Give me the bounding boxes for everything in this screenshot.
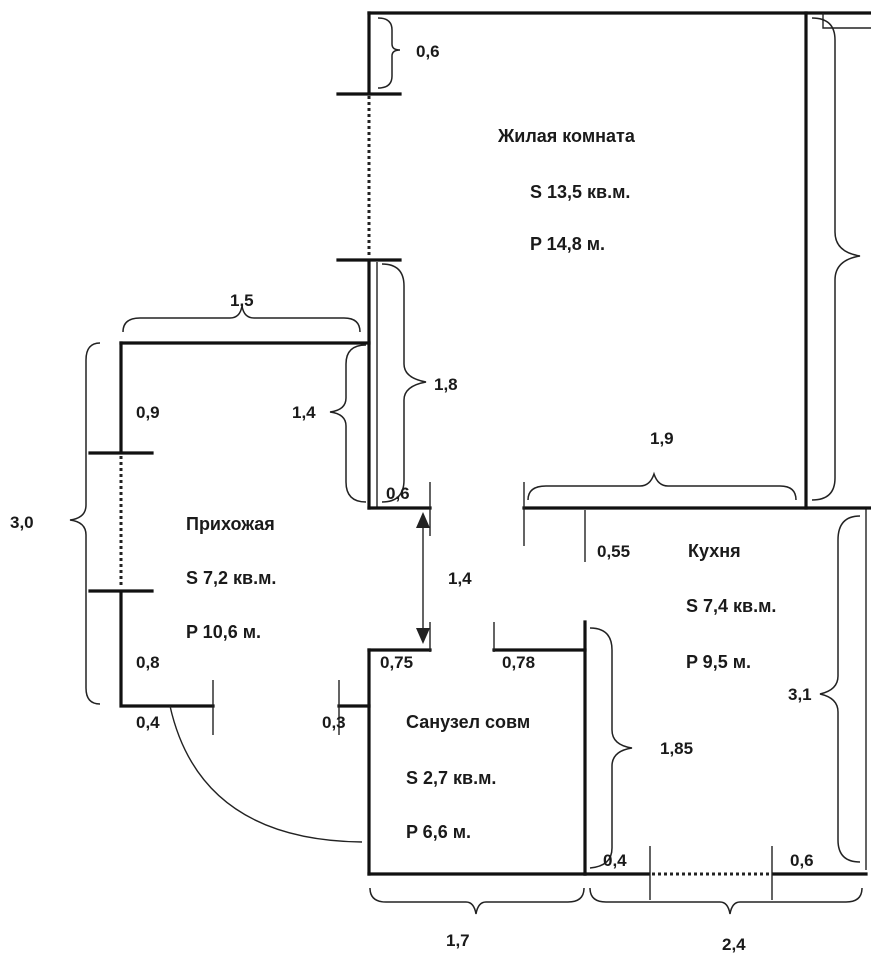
- bathroom-area: S 2,7 кв.м.: [406, 768, 496, 788]
- kitchen-perimeter: P 9,5 м.: [686, 652, 751, 672]
- dim-hall-right-upper: 1,4: [292, 403, 316, 422]
- dim-bath-width: 1,7: [446, 931, 470, 950]
- kitchen-area: S 7,4 кв.м.: [686, 596, 776, 616]
- hall-area: S 7,2 кв.м.: [186, 568, 276, 588]
- brace-1-4-hall: [329, 344, 367, 503]
- kitchen-name: Кухня: [688, 541, 741, 561]
- brace-1-85: [589, 627, 633, 869]
- living-room-perimeter: P 14,8 м.: [530, 234, 605, 254]
- hall-perimeter: P 10,6 м.: [186, 622, 261, 642]
- brace-3-0: [69, 342, 101, 705]
- hall-left-wall-bottom: [119, 590, 215, 708]
- brace-1-7: [369, 887, 585, 915]
- bathroom-name: Санузел совм: [406, 712, 530, 732]
- brace-2-4: [589, 887, 863, 915]
- dim-hall-top: 1,5: [230, 291, 254, 310]
- brace-living-0-6: [377, 17, 401, 89]
- dim-hall-wall-stub: 0,6: [386, 484, 410, 503]
- living-room-area: S 13,5 кв.м.: [530, 182, 630, 202]
- dim-kitchen-door-stub: 0,55: [597, 542, 630, 561]
- brace-living-right-tall: [811, 17, 861, 501]
- brace-1-5: [122, 305, 361, 333]
- dim-hall-window-top: 0,9: [136, 403, 160, 422]
- dim-kitchen-width: 2,4: [722, 935, 746, 954]
- dim-bath-top-right: 0,78: [502, 653, 535, 672]
- passage-arrow-head-bottom: [416, 628, 430, 644]
- dim-hall-window-bottom: 0,8: [136, 653, 160, 672]
- dim-passage-width: 1,4: [448, 569, 472, 588]
- living-room-name: Жилая комната: [497, 126, 636, 146]
- right-edge-wall-stub: [822, 13, 871, 29]
- dim-hall-height: 3,0: [10, 513, 34, 532]
- passage-arrow-head-top: [416, 512, 430, 528]
- dim-hall-door-bottom-left: 0,4: [136, 713, 160, 732]
- dim-living-bottom-right: 1,9: [650, 429, 674, 448]
- dim-living-left-lower: 1,8: [434, 375, 458, 394]
- bathroom-perimeter: P 6,6 м.: [406, 822, 471, 842]
- brace-3-1: [819, 515, 861, 863]
- dim-bath-top-left: 0,75: [380, 653, 413, 672]
- dim-bath-stub-left: 0,3: [322, 713, 346, 732]
- brace-1-8: [381, 263, 427, 503]
- door-swing-arc: [169, 705, 363, 843]
- dim-living-window-offset: 0,6: [416, 42, 440, 61]
- dim-kitchen-window-left: 0,4: [603, 851, 627, 870]
- brace-1-9: [527, 471, 797, 501]
- dim-kitchen-right: 3,1: [788, 685, 812, 704]
- dim-kitchen-left: 1,85: [660, 739, 693, 758]
- hall-name: Прихожая: [186, 514, 275, 534]
- dim-kitchen-window-right: 0,6: [790, 851, 814, 870]
